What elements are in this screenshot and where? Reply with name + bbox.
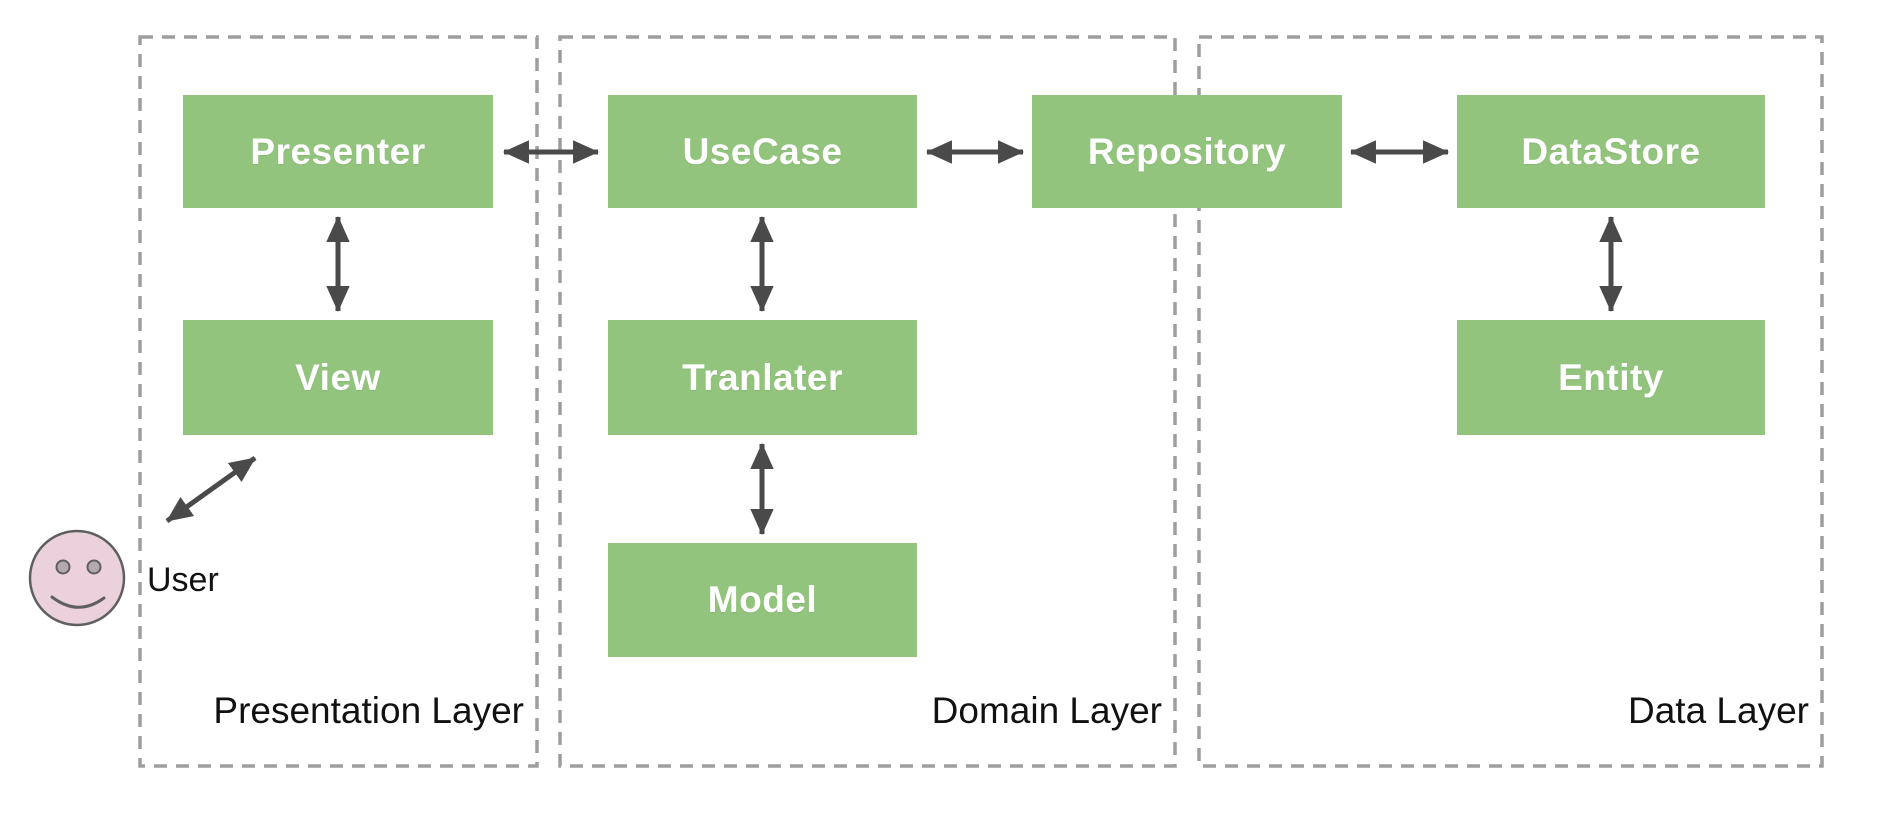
right-eye [86,559,102,575]
node-datastore: DataStore [1457,95,1765,208]
user-label: User [147,561,219,599]
node-presenter: Presenter [183,95,493,208]
left-eye [55,559,71,575]
data-layer-border [1197,35,1824,768]
node-tranlater: Tranlater [608,320,917,435]
node-entity: Entity [1457,320,1765,435]
node-view: View [183,320,493,435]
arrow-user-view [165,455,257,524]
presentation-layer-label: Presentation Layer [213,690,524,731]
presentation-layer-border [138,35,539,768]
domain-layer-label: Domain Layer [931,690,1162,731]
node-model: Model [608,543,917,657]
data-layer-label: Data Layer [1628,690,1809,731]
smiley-face-icon [28,529,126,627]
domain-layer-border [558,35,1177,768]
node-repository: Repository [1032,95,1342,208]
smile [50,595,106,609]
node-usecase: UseCase [608,95,917,208]
